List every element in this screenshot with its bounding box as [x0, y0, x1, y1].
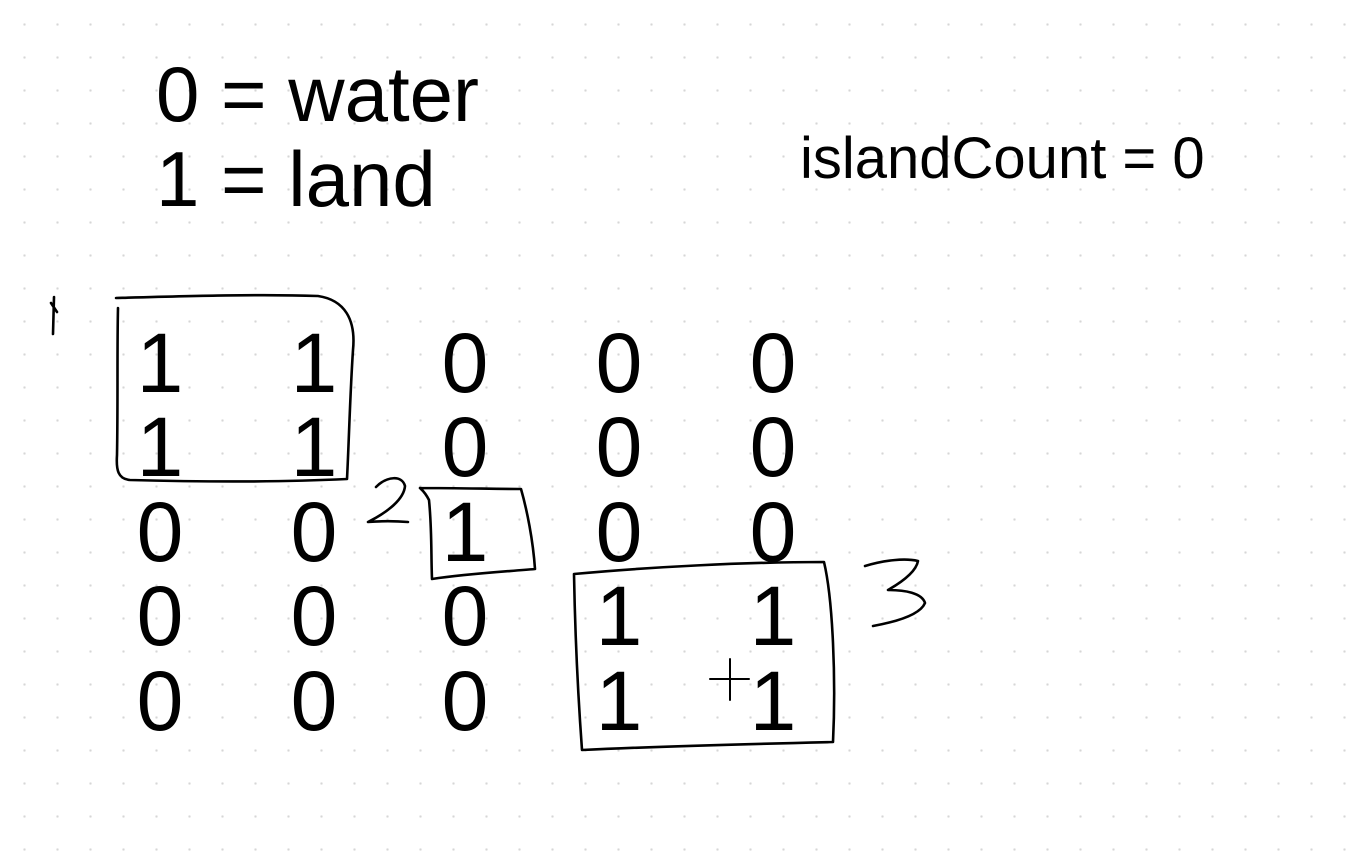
- grid-cell-r3-c4: 1: [749, 569, 797, 663]
- grid-cell-r0-c4: 0: [749, 316, 797, 410]
- grid-cell-r2-c1: 0: [290, 485, 338, 579]
- grid-cell-r3-c3: 1: [595, 569, 643, 663]
- island-count-label: islandCount = 0: [800, 126, 1205, 191]
- island-three-label-stroke: [863, 558, 927, 628]
- grid-cell-r0-c2: 0: [441, 316, 489, 410]
- grid-cell-r1-c2: 0: [441, 400, 489, 494]
- island-two-label-stroke: [366, 476, 410, 524]
- grid-cell-r2-c2: 1: [441, 485, 489, 579]
- legend-water: 0 = water: [156, 50, 480, 138]
- grid-cell-r2-c0: 0: [136, 485, 184, 579]
- grid-cell-r2-c4: 0: [749, 485, 797, 579]
- grid-cell-r4-c4: 1: [749, 654, 797, 748]
- grid-cell-r1-c3: 0: [595, 400, 643, 494]
- grid-cell-r4-c0: 0: [136, 654, 184, 748]
- grid-cell-r4-c2: 0: [441, 654, 489, 748]
- grid-cell-r0-c1: 1: [290, 316, 338, 410]
- grid-cell-r4-c3: 1: [595, 654, 643, 748]
- grid-cell-r0-c3: 0: [595, 316, 643, 410]
- grid-cell-r1-c0: 1: [136, 400, 184, 494]
- grid-cell-r1-c1: 1: [290, 400, 338, 494]
- legend-land: 1 = land: [156, 135, 436, 223]
- grid-cell-r1-c4: 0: [749, 400, 797, 494]
- pen-tick-icon: [49, 295, 59, 336]
- grid-cell-r2-c3: 0: [595, 485, 643, 579]
- grid-cell-r0-c0: 1: [136, 316, 184, 410]
- grid-cell-r3-c0: 0: [136, 569, 184, 663]
- grid-cell-r3-c2: 0: [441, 569, 489, 663]
- grid-cell-r3-c1: 0: [290, 569, 338, 663]
- grid-cell-r4-c1: 0: [290, 654, 338, 748]
